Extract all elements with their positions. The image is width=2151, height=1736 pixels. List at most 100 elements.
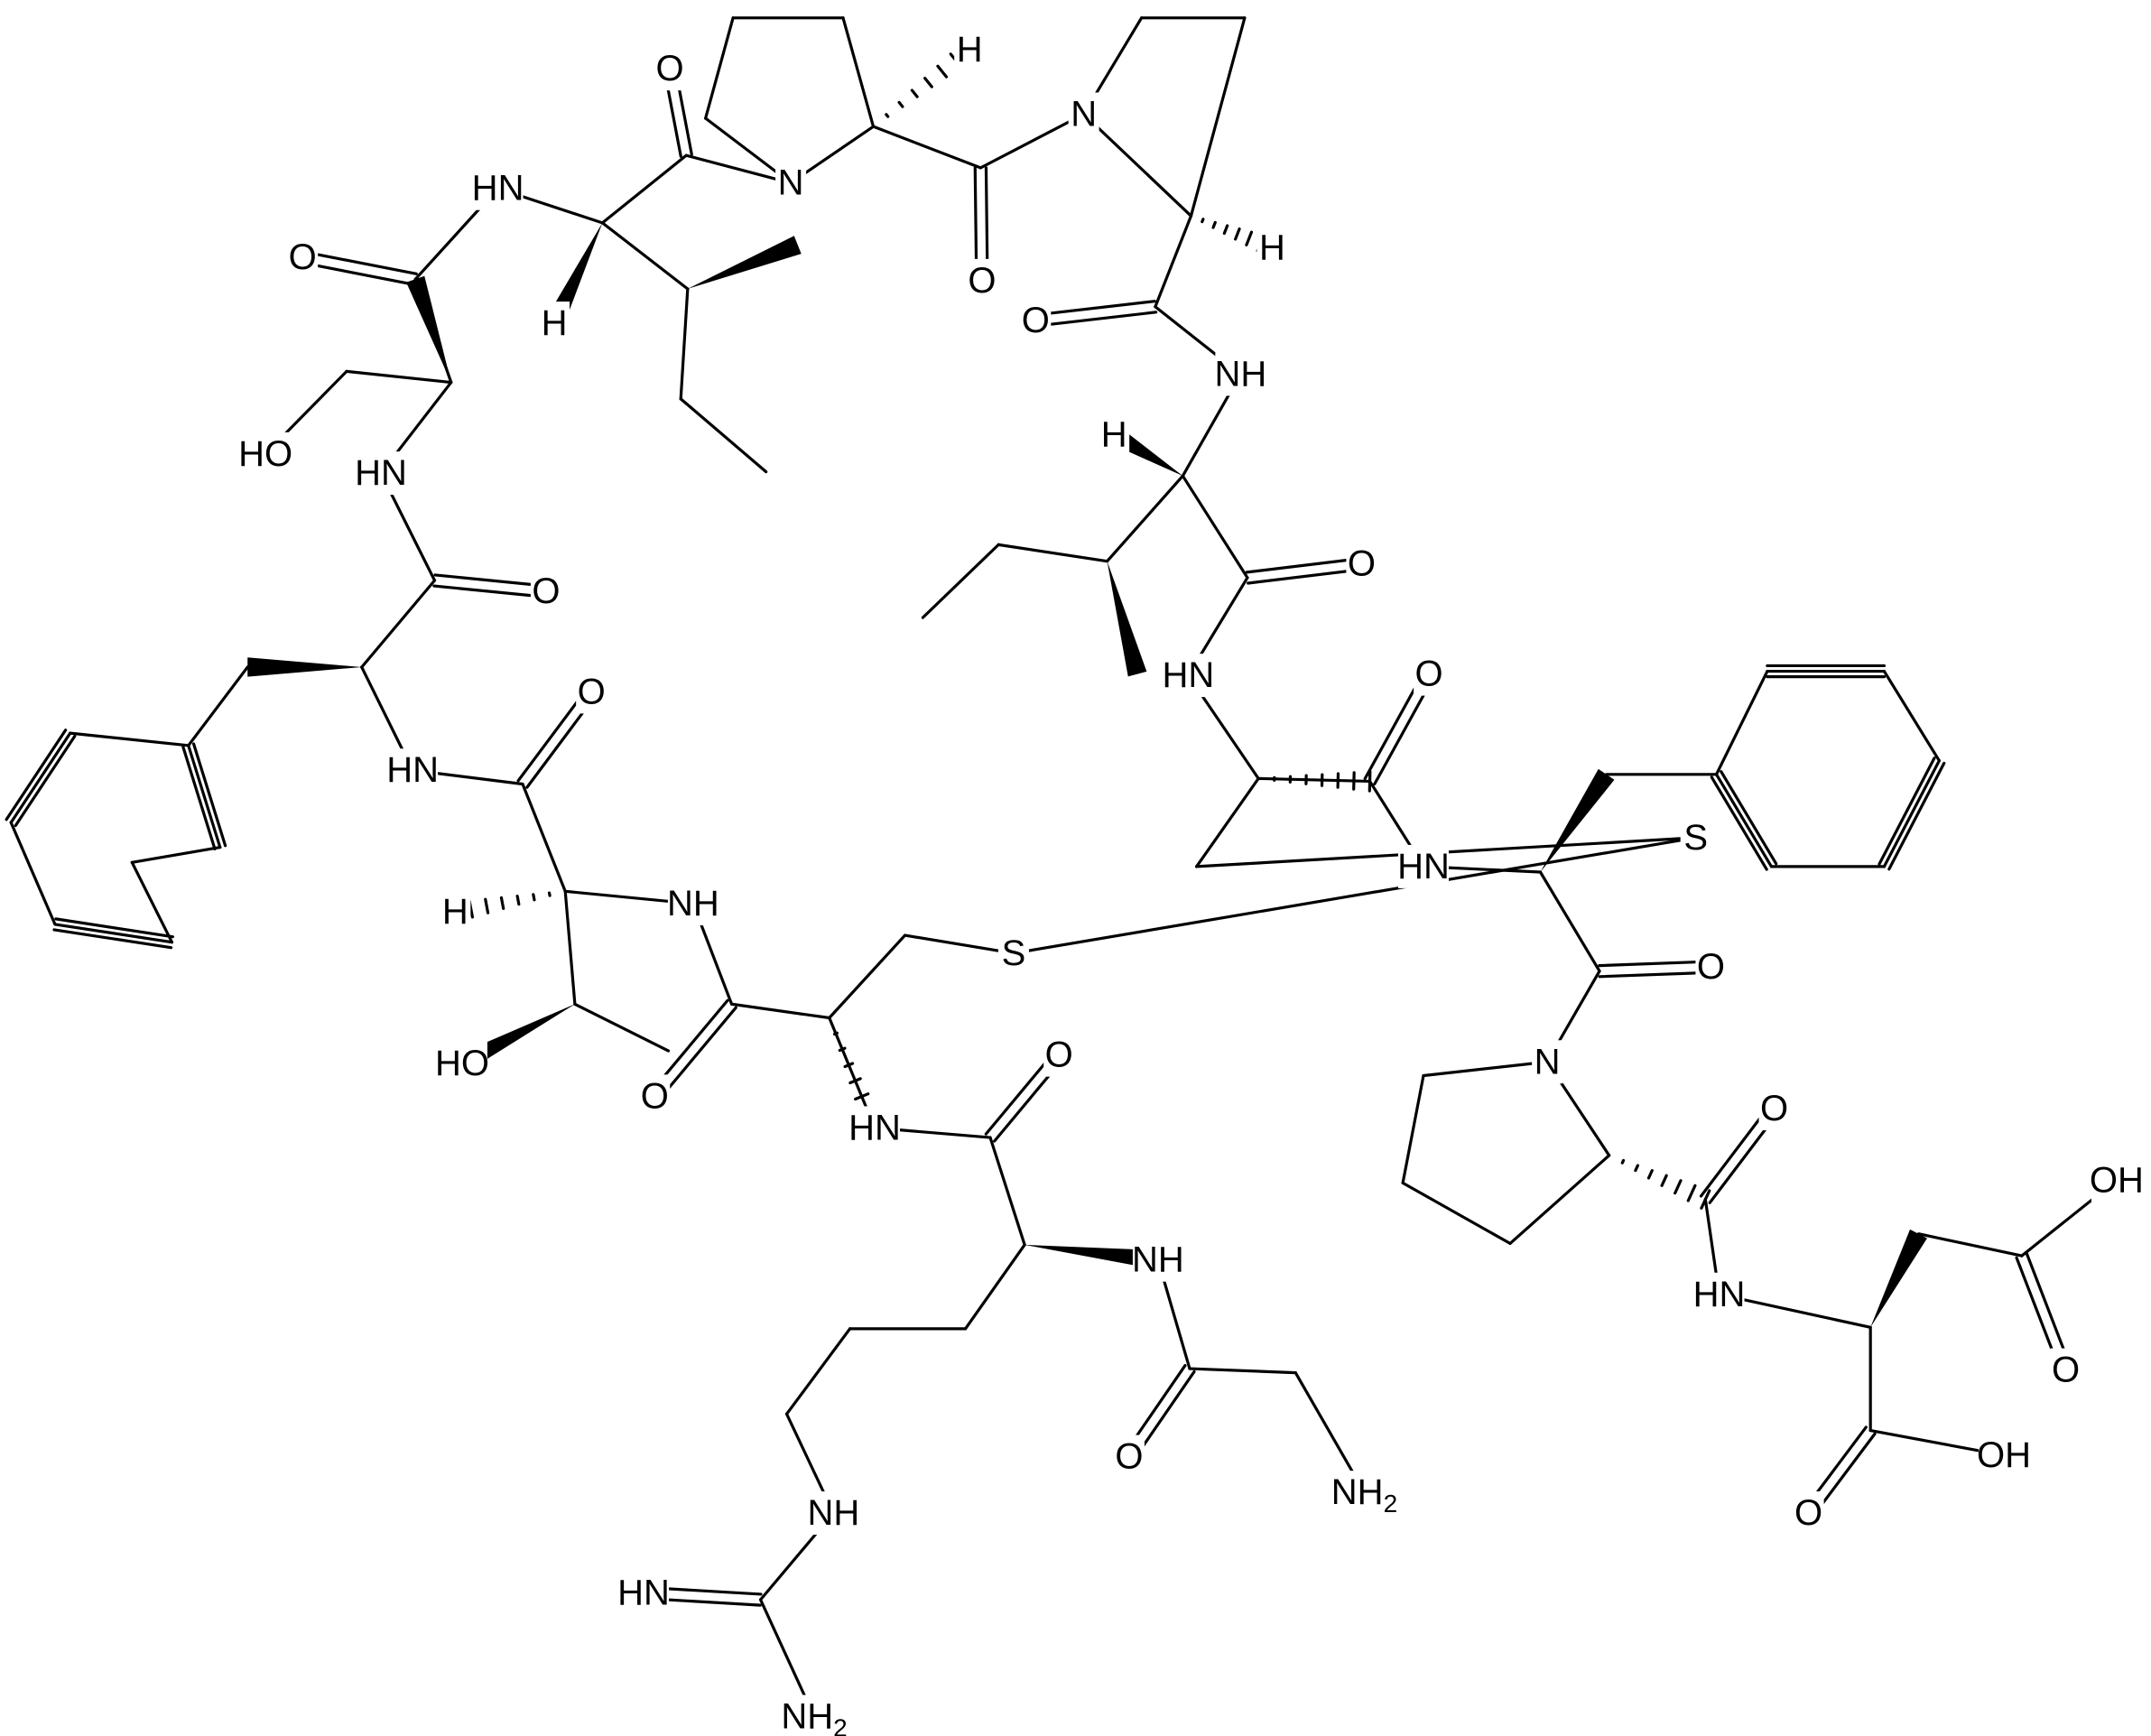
bond-ca_pro3b-c_pro3	[1154, 214, 1193, 309]
atom-label-o-phe1: O	[532, 571, 560, 611]
hash-bond-ca_pro4-c_pro4	[1686, 1184, 1697, 1202]
hash-bond-ca_pro4-c_pro4	[1620, 1158, 1626, 1165]
hash-bond-ca_pro2-h_pro2	[936, 64, 949, 79]
atom-label-o-ile1: O	[655, 49, 683, 88]
atom-label-bg	[440, 890, 471, 934]
atom-label-n-cys2: HN	[1163, 655, 1215, 695]
atom-label-o-pro4: O	[1760, 1089, 1788, 1128]
bond-ca_ile1-c_ile1	[600, 153, 688, 225]
bond-s1-cb_cys1	[903, 933, 1015, 955]
wedge-bond-cb_ile1-cm_ile1	[687, 236, 802, 289]
atom-label-bg	[1758, 1087, 1790, 1131]
atom-label-s2: S	[1683, 818, 1708, 858]
bond-cg_arg-cd_arg	[784, 1327, 852, 1416]
atom-label-bg	[1693, 1272, 1745, 1316]
bond-c_ser-o_ser	[301, 250, 418, 275]
atom-label-o-ile2: O	[1348, 544, 1376, 584]
atom-label-bg	[1328, 1471, 1401, 1515]
atom-label-bg	[1113, 1434, 1145, 1479]
atom-label-o-gly: O	[1115, 1437, 1143, 1477]
bond-c_ile1-n_pro3	[684, 153, 793, 185]
atom-label-bg	[436, 1041, 487, 1085]
bond-cb_thr-cg_thr	[573, 1002, 671, 1053]
atom-label-bg	[287, 235, 319, 279]
bond-ca_thr-c_thr	[521, 782, 567, 893]
bond-ca_phe1-c_phe1	[360, 579, 437, 669]
atom-label-bg	[2091, 1158, 2142, 1202]
atom-label-o-cys2: O	[1415, 654, 1443, 694]
atom-label-bg	[849, 1106, 901, 1150]
atom-label-bg	[778, 1694, 851, 1736]
bond-ph1_6-ph1	[181, 746, 217, 850]
bond-cb_cys1-ca_cys1	[828, 933, 907, 1020]
bond-c_phe1-o_phe1	[432, 584, 547, 599]
atom-label-bg	[1043, 1033, 1075, 1077]
bond-ph2-ph2_1	[1714, 669, 1769, 776]
atom-label-n-pro4: N	[1534, 1042, 1561, 1082]
bond-ca_ile1-cb_ile1	[600, 221, 690, 291]
atom-label-h-ile2: H	[1101, 414, 1127, 454]
bond-pr4a-pr4b	[1401, 1073, 1425, 1184]
hash-bond-ca_pro3b-h_pro3	[1245, 230, 1254, 246]
atom-label-o-phe2: O	[1697, 947, 1725, 987]
hash-bond-ca_pro2-h_pro2	[923, 77, 933, 88]
bond-ph1_1-ph1_2	[130, 860, 174, 944]
bond-p2b-ca_pro3b	[1189, 16, 1247, 218]
hash-bond-ca_pro4-c_pro4	[1700, 1189, 1711, 1210]
bond-ph1_6-ph1	[191, 742, 227, 848]
hash-bond-ca_thr-h_thr	[547, 891, 552, 897]
bond-ph2_5-ph2	[1710, 775, 1768, 871]
bond-cg_ile1-cd_ile1	[679, 397, 768, 474]
atom-label-o-asp2: O	[1794, 1493, 1822, 1533]
bond-c_ile2-o_ile2	[1245, 557, 1363, 574]
bond-n_pro4-pr4a	[1422, 1060, 1549, 1078]
bond-c_pro2-n_pro2	[978, 112, 1086, 170]
atom-label-n-ile1: HN	[472, 169, 524, 209]
bond-n_pro2-ca_pro3b	[1082, 112, 1193, 218]
bond-ph2_3-ph2_4	[1882, 758, 1941, 868]
bond-ph2_5-ph2	[1720, 770, 1778, 866]
hash-bond-ca_pro4-c_pro4	[1634, 1164, 1640, 1173]
bond-c_gly-ca_gly	[1188, 1367, 1297, 1375]
bond-ca_thr-cb_thr	[563, 889, 577, 1006]
bond-cg_ile2-cd_ile2	[921, 543, 1000, 619]
hash-bond-ca_cys1-n_cys1	[854, 1092, 870, 1101]
hash-bond-ca_thr-h_thr	[532, 893, 536, 902]
hash-bond-ca_thr-h_thr	[515, 895, 521, 906]
hash-bond-ca_pro4-c_pro4	[1674, 1179, 1683, 1195]
atom-label-n-phe2: HN	[1397, 847, 1450, 887]
atom-label-n-arg: NH	[1132, 1240, 1184, 1280]
bond-ph1_4-ph1_5	[14, 734, 77, 828]
bond-c_arg-o_arg	[984, 1050, 1057, 1136]
atom-label-oh-asp1: OH	[2090, 1160, 2144, 1200]
bond-ph1_4-ph1_5	[5, 729, 68, 822]
atom-label-h-ile1: H	[542, 303, 568, 343]
atom-label-n-pro2: N	[1071, 94, 1097, 134]
atom-label-bg	[1068, 92, 1099, 136]
atom-label-oh-ser: HO	[238, 434, 292, 474]
atom-label-bg	[954, 27, 986, 71]
hash-bond-ca_cys1-n_cys1	[843, 1062, 855, 1069]
atom-label-bg	[1256, 226, 1288, 270]
atom-label-bg	[1680, 815, 1711, 859]
bond-ph1_4-ph1_5	[9, 731, 72, 824]
hash-bond-ca_pro3b-h_pro3	[1201, 218, 1205, 224]
bond-lines	[5, 16, 2119, 1719]
bond-ca_ile2-cb_ile2	[1105, 474, 1184, 563]
hash-bond-ca_cys1-n_cys1	[838, 1046, 847, 1053]
bond-c_phe2-o_phe2	[1598, 970, 1713, 979]
atom-label-bg	[1132, 1238, 1183, 1282]
atom-label-n-phe1: HN	[386, 750, 439, 790]
bond-c_arg-ca_arg	[988, 1136, 1026, 1247]
atom-label-bg	[1978, 1434, 2029, 1478]
atom-label-bg	[1346, 542, 1377, 586]
bond-ph1_5-ph1	[69, 731, 190, 747]
atom-label-bg	[1532, 1040, 1563, 1084]
bond-ph2_3-ph2_4	[1877, 757, 1936, 866]
atom-label-bg	[472, 166, 524, 210]
bond-cb_phe1-ph1	[187, 665, 249, 747]
wedge-bond-ca_asp-cb_asp	[1870, 1229, 1927, 1328]
hash-bond-ca_pro4-c_pro4	[1646, 1169, 1654, 1180]
bond-c_cys1-o_cys1	[657, 1006, 737, 1101]
